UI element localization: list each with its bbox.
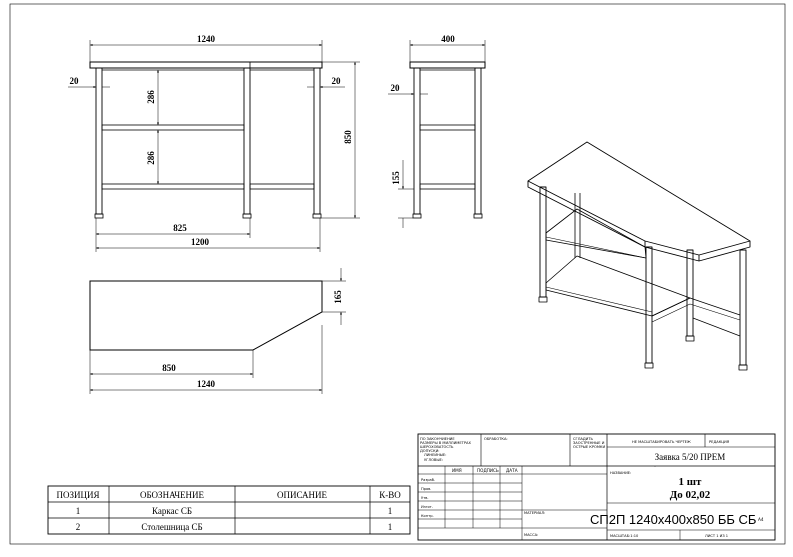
tb-name-label: НАЗВАНИЕ:: [610, 471, 631, 475]
dim-front-left-overhang: 20: [70, 76, 80, 86]
tb-sheet: ЛИСТ 1 ИЗ 1: [705, 534, 728, 538]
spec-row-1-position: 1: [76, 506, 81, 516]
spec-row-2-designation: Столешница СБ: [141, 522, 202, 532]
spec-row-1-designation: Каркас СБ: [152, 506, 192, 516]
dim-front-shelf-gap-upper: 286: [146, 90, 156, 104]
tb-note-1: ПО ЗАКОНЧИЕНИЕ: [420, 437, 455, 441]
tb-revision-label: РЕДАКЦИЯ: [709, 440, 730, 444]
tb-row-checker: Пров.: [421, 487, 431, 491]
spec-header-qty: К-ВО: [379, 490, 401, 500]
tb-col-name: ИМЯ: [452, 468, 462, 473]
tb-no-scale: НЕ МАСШТАБИРОВАТЬ ЧЕРТЕЖ: [632, 440, 691, 444]
spec-row-2-qty: 1: [388, 522, 393, 532]
tb-row-maker: Изгот.: [421, 505, 433, 509]
tb-note-6: УГЛОВЫЕ:: [424, 458, 443, 462]
tb-weight-label: МАССА:: [524, 533, 538, 537]
tb-note-3: ШЕРОХОВАТОСТЬ: [420, 445, 454, 449]
dim-front-overall-width: 1240: [197, 34, 216, 44]
dim-top-overall-length: 1240: [197, 379, 216, 389]
spec-header-description: ОПИСАНИЕ: [277, 490, 328, 500]
dim-front-frame-width: 1200: [191, 237, 210, 247]
front-view: 1240 20 20 286 286 850 825 1200: [68, 34, 360, 252]
tb-deadline: До 02,02: [670, 489, 711, 501]
dim-front-inner-span: 825: [173, 223, 187, 233]
dim-front-height: 850: [343, 130, 353, 144]
dim-side-foot-height: 155: [391, 171, 401, 185]
tb-row-approver: Утв.: [421, 496, 429, 500]
tb-edges-2: ЗАОСТРЕННЫЕ И: [573, 441, 605, 445]
tb-note-2: РАЗМЕРЫ В МИЛЛИМЕТРАХ: [420, 441, 471, 445]
tb-row-developer: Разраб.: [421, 478, 435, 482]
isometric-view: [527, 141, 751, 371]
dim-top-straight-length: 850: [162, 363, 176, 373]
tb-edges-1: СГЛАДИТЬ: [573, 437, 594, 441]
dim-top-notch-depth: 165: [333, 290, 343, 304]
tb-edges-3: ОСТРЫЕ КРОМКИ: [573, 445, 605, 449]
tb-quantity: 1 шт: [679, 476, 703, 488]
tb-col-date: ДАТА: [506, 468, 518, 473]
tb-designation: СП2П 1240х400х850 ББ СБ: [590, 512, 756, 527]
tb-material-label: МАТЕРИАЛ:: [524, 511, 545, 515]
dim-side-width: 400: [441, 34, 455, 44]
tb-request: Заявка 5/20 ПРЕМ: [655, 452, 726, 462]
top-view: 165 850 1240: [89, 268, 346, 394]
tb-format-mark: A4: [758, 517, 764, 522]
dim-front-right-overhang: 20: [332, 76, 342, 86]
tb-note-5: ЛИНЕЙНЫЕ:: [424, 452, 446, 457]
spec-row-2-position: 2: [76, 522, 81, 532]
tb-scale: МАСШТАБ:1:10: [610, 534, 639, 538]
dim-side-overhang: 20: [391, 83, 401, 93]
tb-note-4: ДОПУСКИ:: [420, 449, 440, 453]
tb-row-control: Контр.: [421, 514, 434, 518]
spec-row-1-qty: 1: [388, 506, 393, 516]
spec-header-position: ПОЗИЦИЯ: [56, 490, 99, 500]
tb-finish-label: ОБРАБОТКА:: [484, 437, 508, 441]
sheet-border: [9, 3, 786, 545]
tb-col-signature: ПОДПИСЬ: [477, 468, 499, 473]
title-block: ПО ЗАКОНЧИЕНИЕ РАЗМЕРЫ В МИЛЛИМЕТРАХ ШЕР…: [417, 433, 776, 541]
spec-table: ПОЗИЦИЯ ОБОЗНАЧЕНИЕ ОПИСАНИЕ К-ВО 1 Карк…: [47, 485, 411, 535]
spec-header-designation: ОБОЗНАЧЕНИЕ: [140, 490, 205, 500]
dim-front-shelf-gap-lower: 286: [146, 151, 156, 165]
side-view: 400 20 155: [388, 34, 486, 228]
